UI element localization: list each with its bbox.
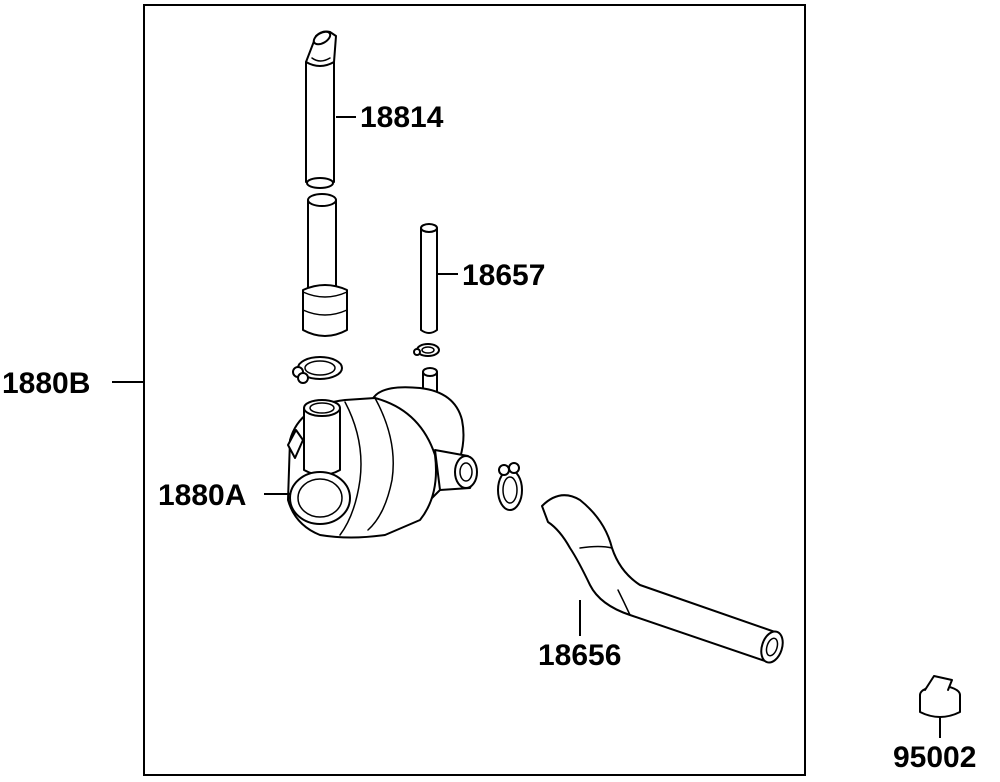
fuel-pipe-lower [302,193,348,337]
label-18814: 18814 [360,101,444,134]
hose-clamp [919,675,961,718]
fuel-pipe-upper [305,30,337,189]
circlip-large [292,356,343,384]
label-1880A: 1880A [158,479,246,512]
fuel-cock-body [287,367,478,539]
diagram-frame [143,4,806,776]
label-95002: 95002 [893,741,976,774]
circlip-small [413,343,440,357]
label-18656: 18656 [538,639,621,672]
small-tube [420,223,438,334]
circlip-hose [497,462,523,511]
fuel-hose [541,494,784,664]
label-1880B: 1880B [2,367,90,400]
label-18657: 18657 [462,259,545,292]
